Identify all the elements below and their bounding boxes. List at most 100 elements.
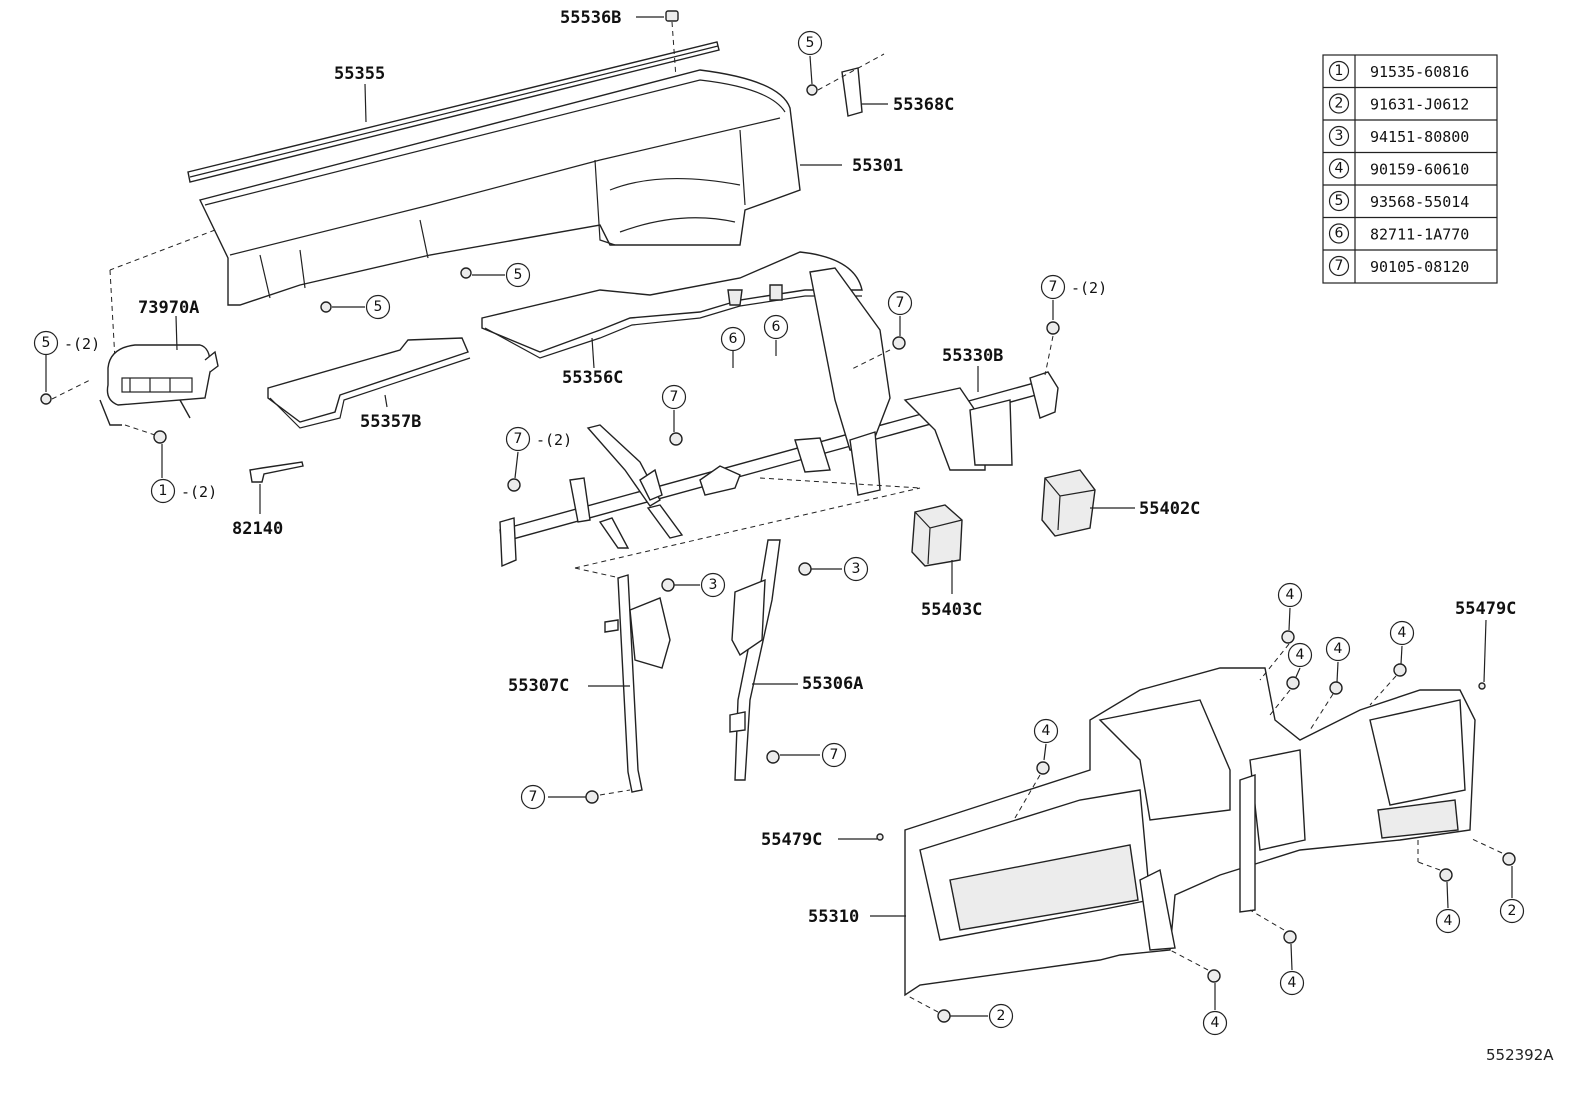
clip-82140-drawing [249,461,304,483]
quantity-label: -(2) [64,335,100,353]
fastener-row-code: 90105-08120 [1370,258,1469,276]
svg-text:3: 3 [852,561,861,577]
fastener-row-num: 6 [1335,226,1344,242]
svg-text:4: 4 [1286,587,1295,603]
callout-4: 4 [1287,642,1313,668]
callout-7: 7 [505,426,531,452]
svg-text:4: 4 [1288,975,1297,991]
callouts: 5 5 5 5 -(2) 1 -(2) 7 7 -(2) 7 7 -(2) 7 … [33,30,1525,1036]
svg-text:7: 7 [896,295,905,311]
part-label-55536B: 55536B [560,8,621,28]
part-label-55307C: 55307C [508,676,569,696]
callout-4: 4 [1435,908,1461,934]
callout-5: 5 [33,330,59,356]
quantity-label: -(2) [1071,279,1107,297]
callout-4: 4 [1325,636,1351,662]
fastener-table-border [1322,54,1498,284]
diagram-reference-code: 552392A [1486,1046,1554,1064]
fastener-row: 3 94151-80800 [1328,125,1469,147]
svg-text:4: 4 [1042,723,1051,739]
fastener-row: 6 82711-1A770 [1328,223,1469,244]
fastener-row-code: 90159-60610 [1370,161,1469,179]
callout-5: 5 [797,30,823,56]
part-label-55368C: 55368C [893,95,954,115]
fastener-row-num: 2 [1335,96,1344,112]
fastener-table: 1 91535-60816 2 91631-J0612 3 94151-8080… [1322,54,1498,284]
fastener-row-num: 7 [1335,258,1344,274]
callout-7: 7 [520,784,546,810]
fastener-row: 1 91535-60816 [1328,60,1469,82]
svg-text:6: 6 [729,331,738,347]
svg-text:7: 7 [830,747,839,763]
part-label-55301: 55301 [852,156,903,176]
fastener-row: 2 91631-J0612 [1328,93,1469,114]
fastener-row-code: 82711-1A770 [1370,226,1469,244]
brace-55306A-drawing [729,539,781,781]
brace-55307C-drawing [574,567,671,793]
fastener-row: 4 90159-60610 [1328,158,1469,179]
svg-text:7: 7 [529,789,538,805]
fastener-row-num: 3 [1335,128,1344,144]
svg-text:5: 5 [514,267,523,283]
duct-55403C-drawing [911,504,963,567]
svg-text:1: 1 [159,483,168,499]
quantity-label: -(2) [536,431,572,449]
svg-text:3: 3 [709,577,718,593]
svg-text:4: 4 [1398,625,1407,641]
part-label-55310: 55310 [808,907,859,927]
part-label-55479C: 55479C [761,830,822,850]
fastener-row-num: 4 [1335,161,1344,177]
duct-55402C-drawing [1041,469,1096,537]
part-label-55357B: 55357B [360,412,421,432]
part-label-55306A: 55306A [802,674,863,694]
svg-text:4: 4 [1334,641,1343,657]
callout-7: 7 [821,742,847,768]
svg-text:5: 5 [42,335,51,351]
callout-1: 1 [150,478,176,504]
part-label-73970A: 73970A [138,298,199,318]
fastener-row-num: 5 [1335,193,1344,209]
callout-2: 2 [988,1003,1014,1029]
part-label-55355: 55355 [334,64,385,84]
fastener-glyphs [40,84,1516,1023]
part-labels: 55536B 55355 55368C 55301 73970A 55356C … [138,8,1516,927]
callout-4: 4 [1202,1010,1228,1036]
part-label-55330B: 55330B [942,346,1003,366]
callout-4: 4 [1277,582,1303,608]
part-label-55402C: 55402C [1139,499,1200,519]
svg-text:7: 7 [1049,279,1058,295]
cap-55536B-drawing [665,10,679,79]
callout-6: 6 [763,314,789,340]
svg-text:4: 4 [1211,1015,1220,1031]
part-label-55403C: 55403C [921,600,982,620]
callout-7: 7 [887,290,913,316]
callout-5: 5 [365,294,391,320]
pad-55356C-drawing [481,251,863,359]
svg-text:7: 7 [514,431,523,447]
svg-text:6: 6 [772,319,781,335]
upper-panel-drawing [109,69,801,361]
callout-3: 3 [700,572,726,598]
svg-text:2: 2 [1508,903,1517,919]
leader-lines [45,16,1513,1017]
svg-text:5: 5 [374,299,383,315]
part-label-55356C: 55356C [562,368,623,388]
callout-4: 4 [1279,970,1305,996]
fastener-row-code: 91631-J0612 [1370,96,1469,114]
callout-4: 4 [1033,718,1059,744]
beam-55330B-drawing [499,267,1059,569]
airbag-module-drawing [99,344,219,426]
svg-text:4: 4 [1444,913,1453,929]
lower-panel-drawing [904,667,1476,997]
pad-55357B-drawing [267,337,471,429]
svg-text:7: 7 [670,389,679,405]
callout-5: 5 [505,262,531,288]
fastener-row-code: 93568-55014 [1370,193,1469,211]
fastener-row-code: 91535-60816 [1370,63,1469,81]
fastener-row-code: 94151-80800 [1370,128,1469,146]
callout-3: 3 [843,556,869,582]
callout-4: 4 [1389,620,1415,646]
bracket-55368C-drawing [817,53,885,117]
quantity-label: -(2) [181,483,217,501]
